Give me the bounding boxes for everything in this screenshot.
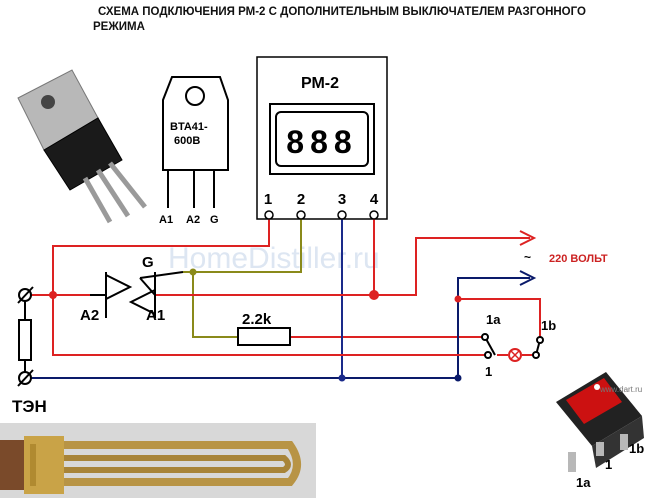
triac-pin-g: G <box>210 214 219 226</box>
controller-pin-2: 2 <box>297 191 305 208</box>
a1-label: A1 <box>146 307 165 324</box>
gate-label: G <box>142 254 154 271</box>
heater-symbol <box>17 286 34 387</box>
triac-pin-a1: A1 <box>159 214 173 226</box>
rocker-1: 1 <box>605 457 612 472</box>
resistor <box>237 327 291 346</box>
junctions <box>49 268 462 382</box>
title-line-1: СХЕМА ПОДКЛЮЧЕНИЯ РМ-2 С ДОПОЛНИТЕЛЬНЫМ … <box>98 6 586 18</box>
triac-outline: BTA41- 600B A1 A2 G <box>159 76 229 226</box>
wires <box>24 215 541 379</box>
title-line-2: РЕЖИМА <box>93 21 145 33</box>
pin-terminals <box>264 210 379 220</box>
rocker-brand: www.dart.ru <box>599 385 642 394</box>
a2-label: A2 <box>80 307 99 324</box>
triac-part-1: BTA41- <box>170 121 208 133</box>
triac-pin-a2: A2 <box>186 214 200 226</box>
controller-pin-1: 1 <box>264 191 272 208</box>
rocker-switch-photo: www.dart.ru <box>556 372 644 472</box>
controller-pin-3: 3 <box>338 191 346 208</box>
boost-switch <box>481 333 544 359</box>
watermark: HomeDistiller.ru <box>168 242 380 275</box>
controller-pin-4: 4 <box>370 191 379 208</box>
rocker-1a: 1a <box>576 475 591 490</box>
arrow-mains-1 <box>519 230 537 246</box>
controller-display: 888 <box>286 124 357 160</box>
tilde: ~ <box>524 250 531 264</box>
switch-1a: 1a <box>486 312 501 327</box>
switch-1b: 1b <box>541 318 556 333</box>
controller-name: РМ-2 <box>301 75 339 92</box>
triac-part-2: 600B <box>174 135 200 147</box>
triac-symbol <box>90 271 184 318</box>
rocker-1b: 1b <box>629 441 644 456</box>
triac-photo <box>17 69 147 224</box>
controller-pm2: РМ-2 888 1 2 3 4 <box>256 56 388 220</box>
heater-label: ТЭН <box>12 397 47 416</box>
heater-photo <box>0 423 316 498</box>
lamp-symbol <box>508 348 522 362</box>
switch-1: 1 <box>485 364 492 379</box>
arrow-mains-2 <box>519 270 537 286</box>
resistor-label: 2.2k <box>242 311 272 328</box>
mains-label: 220 ВОЛЬТ <box>549 253 608 265</box>
